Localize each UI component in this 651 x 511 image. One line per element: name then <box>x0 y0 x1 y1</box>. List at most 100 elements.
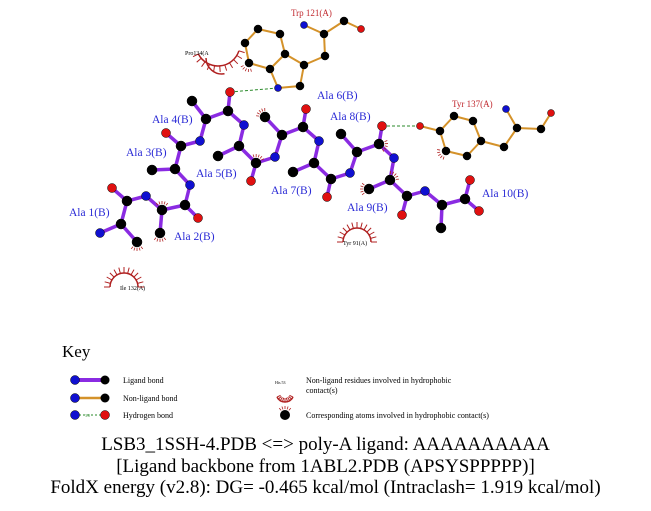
carbon-atom <box>297 121 309 133</box>
key-hydrophobic-residues-label-2: contact(s) <box>306 386 338 395</box>
key-hydrogen-bond-label: Hydrogen bond <box>123 411 173 420</box>
hydrophobic-spoke <box>224 64 228 71</box>
carbon-atom <box>259 111 271 123</box>
residue-label-ile132: Ile 132(A) <box>120 285 145 292</box>
ligand-label-ala1: Ala 1(B) <box>69 207 110 219</box>
carbon-atom <box>373 138 385 150</box>
nitrogen-atom <box>270 152 280 162</box>
hydrophobic-spoke <box>133 272 139 278</box>
carbon-atom <box>499 142 509 152</box>
hydrophobic-spoke <box>339 231 346 236</box>
ligand-label-ala9: Ala 9(B) <box>347 202 388 214</box>
key-nonligand-bond: Non-ligand bond <box>70 393 177 403</box>
carbon-atom <box>244 58 254 68</box>
hydrophobic-contact-mark <box>360 185 364 188</box>
hydrophobic-contact-mark <box>155 202 159 206</box>
hydrophobic-contact-mark <box>383 147 387 150</box>
carbon-atom <box>468 116 478 126</box>
key-hydrophobic-atoms-label: Corresponding atoms involved in hydropho… <box>306 411 489 420</box>
carbon-atom <box>115 218 127 230</box>
hydrophobic-contact-mark <box>281 406 284 410</box>
oxygen-atom <box>246 176 256 186</box>
hydrophobic-contact-mark <box>244 68 247 72</box>
hydrophobic-spoke <box>363 224 368 231</box>
carbon-atom <box>512 123 522 133</box>
hydrophobic-contact-mark <box>261 158 265 161</box>
carbon-atom <box>146 164 158 176</box>
hydrophobic-spoke <box>236 55 243 60</box>
hydrophobic-arc-icon <box>276 394 294 403</box>
hydrophobic-contact-mark <box>395 175 399 178</box>
hydrophobic-contact-mark <box>392 171 395 175</box>
carbon-atom <box>339 16 349 26</box>
carbon-atom <box>299 60 309 70</box>
ligand-label-ala6: Ala 6(B) <box>317 90 358 102</box>
carbon-atom <box>156 204 168 216</box>
carbon-atom <box>200 113 212 125</box>
hydrophobic-contact-mark <box>158 201 161 205</box>
hydrophobic-contact-mark <box>278 407 282 411</box>
carbon-atom <box>250 157 262 169</box>
hydrophobic-spoke <box>229 62 234 69</box>
carbon-atom <box>179 199 191 211</box>
carbon-atom <box>276 129 288 141</box>
carbon-atom <box>320 51 330 61</box>
carbon-atom <box>436 199 448 211</box>
hydrophobic-contact-mark <box>250 68 252 72</box>
key-hydrophobic-atom: Corresponding atoms involved in hydropho… <box>278 405 489 420</box>
hydrophobic-contact-mark <box>440 155 443 159</box>
carbon-atom <box>435 126 445 136</box>
hydrophobic-contact-mark <box>384 145 388 148</box>
carbon-atom <box>325 173 337 185</box>
carbon-atom <box>121 195 133 207</box>
carbon-atom <box>280 49 290 59</box>
hydrophobic-contact-mark <box>361 182 365 186</box>
carbon-atom <box>401 190 413 202</box>
hydrophobic-spoke <box>201 61 206 67</box>
carbon-atom <box>222 105 234 117</box>
oxygen-atom <box>322 192 332 202</box>
nitrogen-atom <box>185 180 195 190</box>
hydrophobic-spoke <box>366 227 372 233</box>
oxygen-atom <box>465 175 475 185</box>
hydrophobic-contact-mark <box>163 201 166 205</box>
carbon-atom <box>287 166 299 178</box>
oxygen-atom <box>193 213 203 223</box>
carbon-atom <box>335 128 347 140</box>
hydrophobic-arcs-layer <box>104 50 377 288</box>
hydrophobic-spoke <box>127 267 130 274</box>
hydrophobic-contact-mark <box>381 148 385 152</box>
oxygen-atom <box>547 109 555 117</box>
key-hbond-length: 3.0 <box>85 413 90 418</box>
carbon-atom <box>351 146 363 158</box>
carbon-atom <box>233 140 245 152</box>
hydrophobic-spoke <box>196 57 202 63</box>
hydrophobic-arc <box>342 227 372 243</box>
hydrophobic-spoke <box>289 394 294 398</box>
hydrophobic-spoke <box>233 59 239 65</box>
key-nonligand-bond-label: Non-ligand bond <box>123 394 177 403</box>
oxygen-atom <box>416 122 424 130</box>
ligand-label-ala2: Ala 2(B) <box>174 231 215 243</box>
hydrophobic-spoke <box>192 53 199 58</box>
key-title: Key <box>62 342 91 361</box>
carbon-atom <box>275 29 285 39</box>
ligand-label-ala8: Ala 8(B) <box>330 111 371 123</box>
hydrophobic-contact-mark <box>165 202 169 206</box>
hydrophobic-contact-mark <box>242 66 246 70</box>
hydrophobic-contact-mark <box>156 238 159 242</box>
ligand-label-ala3: Ala 3(B) <box>126 147 167 159</box>
hydrophobic-spoke <box>213 65 216 72</box>
carbon-atom <box>319 29 329 39</box>
oxygen-atom <box>474 206 484 216</box>
hydrophobic-spoke <box>279 397 283 401</box>
hydrophobic-spoke <box>137 281 144 284</box>
residue-label-tyr137: Tyr 137(A) <box>452 99 493 109</box>
oxygen-atom <box>377 121 387 131</box>
nitrogen-atom <box>141 191 151 201</box>
hydrophobic-spoke <box>288 396 292 400</box>
hydrophobic-contact-mark <box>138 247 141 251</box>
nitrogen-atom <box>502 105 510 113</box>
carbon-atom <box>295 81 305 91</box>
